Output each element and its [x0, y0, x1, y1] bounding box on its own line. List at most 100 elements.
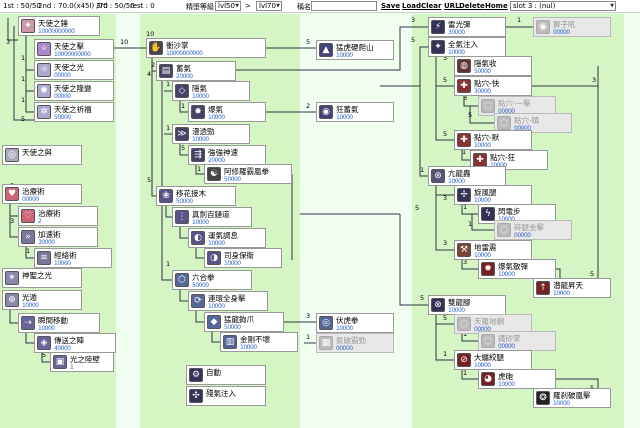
link-level-number: 5: [181, 144, 185, 152]
skill-name: 傳送之陣: [54, 336, 84, 345]
skill-name: 點穴-快: [474, 79, 500, 88]
skill-name: 潜龍昇天: [553, 281, 583, 290]
skill-name: 碎腿金擊: [514, 223, 544, 232]
skill-level-dots: 00000: [498, 343, 515, 350]
link-level-number: 1: [517, 16, 521, 24]
six-fist-icon: ⬡: [175, 273, 189, 287]
level-to-select[interactable]: lvl70: [256, 1, 282, 11]
name-input[interactable]: [311, 1, 377, 11]
speed-icon: ⇶: [191, 148, 205, 162]
load-link[interactable]: Load: [402, 2, 422, 10]
skill-name: 全氣注入: [448, 40, 478, 49]
skill-node[interactable]: ✴神聖之光: [2, 268, 82, 288]
skill-level-dots: 00000: [54, 72, 71, 79]
url-link[interactable]: URL: [444, 2, 460, 10]
connector-line-23: [179, 225, 188, 239]
skill-name: 加速術: [38, 230, 61, 239]
skill-name: 氣破霸勁: [336, 336, 366, 345]
skill-level-dots: 10000: [553, 400, 570, 407]
skill-level-dots: 10000: [498, 216, 515, 223]
slot-select[interactable]: slot 3 : (nul): [510, 1, 616, 11]
link-level-number: 1: [306, 333, 310, 341]
connector-line-45: [435, 195, 454, 251]
skill-node[interactable]: ✣殘氣注入: [186, 386, 266, 406]
skill-name: 爆氣: [208, 105, 223, 114]
skill-level-dots: 10000: [336, 325, 353, 332]
skill-name: 天使之與: [22, 148, 52, 157]
haste-icon: »: [21, 230, 35, 244]
link-level-number: 1: [463, 330, 467, 338]
skill-name: 狂蓄氣: [336, 105, 359, 114]
level-from-select[interactable]: lvl50: [215, 1, 241, 11]
save-link[interactable]: Save: [381, 2, 401, 10]
delete-link[interactable]: Delete: [459, 2, 485, 10]
skill-name: 殘氣注入: [206, 389, 236, 398]
clear-link[interactable]: Clear: [421, 2, 442, 10]
skill-name: 神聖之光: [22, 271, 52, 280]
connector-line-50: [461, 332, 478, 342]
skill-level-dots: 00000: [336, 345, 353, 352]
skill-name: 天使之擊: [54, 42, 84, 51]
skill-name: 蓄氣: [176, 64, 191, 73]
skill-node[interactable]: ⚙自動: [186, 365, 266, 385]
link-level-number: 1: [463, 203, 467, 211]
skill-node[interactable]: ◎天使之與: [2, 145, 82, 165]
rakshasa-icon: ❂: [536, 391, 550, 405]
connector-line-31: [230, 26, 428, 71]
skill-name: 光之陸壁: [70, 355, 100, 364]
home-link[interactable]: Home: [485, 2, 508, 10]
link-level-number: 1: [420, 166, 424, 174]
skill-name: 運氣調息: [208, 231, 238, 240]
